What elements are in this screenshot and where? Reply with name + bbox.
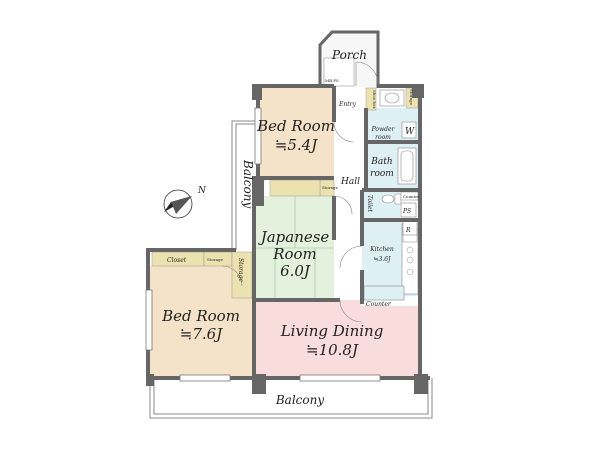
counter-small-label: Counter: [403, 194, 420, 199]
powder-room-line2: room: [375, 134, 391, 141]
windows: [145, 107, 381, 382]
kitchen-name: Kitchen: [369, 246, 394, 253]
storage-vertical-label: Storage: [237, 258, 244, 282]
closet-label: Closet: [167, 257, 187, 264]
living-dining-name: Living Dining: [280, 322, 384, 340]
japanese-room-line1: Japanese: [258, 228, 330, 246]
bath-room-line1: Bath: [370, 157, 392, 167]
shoe-box-label: Shoe box: [372, 90, 377, 109]
columns: [146, 84, 428, 394]
japanese-room-line2: Room: [272, 245, 317, 263]
bed-room-2-name: Bed Room: [161, 307, 240, 325]
storage-closet-label: Storage: [207, 257, 224, 262]
ps-label: PS: [402, 208, 411, 215]
toilet-fixture: [381, 193, 402, 205]
storage-small-label: Storage: [322, 185, 339, 190]
porch-label: Porch: [331, 48, 367, 62]
balcony-bottom-area: [149, 378, 433, 419]
hall-label: Hall: [340, 177, 360, 187]
balcony-side-area: [231, 120, 262, 250]
washer-fixture: [401, 121, 417, 139]
bed-room-1-floor: [258, 88, 334, 178]
japanese-room-size: 6.0J: [280, 262, 311, 280]
shelf-fixture: [269, 179, 321, 197]
porch-area: [318, 30, 380, 88]
balcony-side-label: Balcony: [241, 159, 255, 208]
bed-room-1-size: ≒5.4J: [275, 136, 318, 154]
entry-label: Entry: [338, 101, 357, 108]
compass: N: [163, 186, 207, 219]
balcony-bottom-label: Balcony: [275, 393, 324, 407]
hall-floor: [334, 126, 362, 246]
kitchen-size: ≒3.6J: [374, 256, 392, 263]
bed-room-2-size: ≒7.6J: [180, 325, 223, 343]
doors: [221, 61, 379, 323]
tatami-lines: [256, 196, 334, 300]
compass-label: N: [197, 186, 207, 196]
refrigerator-label: R: [405, 227, 411, 234]
bathtub-fixture: [397, 147, 417, 185]
bed-room-1-name: Bed Room: [256, 117, 335, 135]
washbasin-fixture: [379, 89, 405, 107]
powder-room-line1: Powder: [371, 126, 396, 133]
living-dining-size: ≒10.8J: [306, 341, 359, 359]
shoe-box-fixture: [365, 87, 377, 111]
mb-ps-label: MB PS: [325, 78, 339, 83]
living-dining-floor: [254, 300, 420, 378]
toilet-label: Toilet: [366, 195, 373, 213]
storage-top-label: Storage: [409, 89, 414, 106]
ps-box: [400, 202, 417, 218]
washer-label: W: [405, 127, 415, 137]
entry-floor: [334, 88, 366, 126]
counter-fixture: [363, 285, 405, 301]
counter-label: Counter: [366, 301, 392, 308]
bath-room-line2: room: [370, 169, 394, 179]
toilet-floor: [364, 190, 400, 220]
